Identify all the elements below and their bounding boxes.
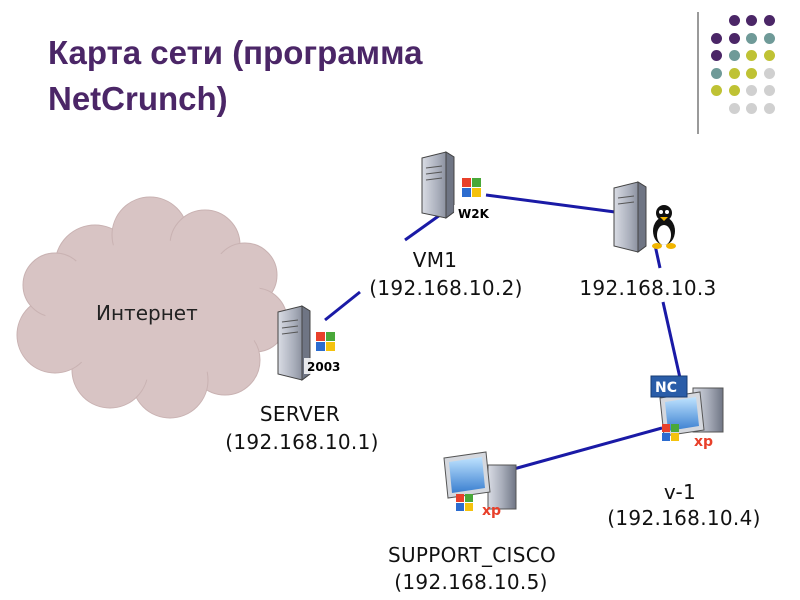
v1-ip: (192.168.10.4) (607, 506, 761, 530)
decorative-dot (711, 50, 722, 61)
vm1-name: VM1 (412, 248, 458, 272)
decorative-dot (746, 15, 757, 26)
decorative-dot (728, 85, 740, 96)
windows-xp-logo-icon (662, 424, 679, 441)
v1-nc-badge: NC (655, 380, 677, 396)
v1-workstation-icon[interactable]: NC xp (650, 375, 724, 450)
internet-cloud (16, 196, 288, 419)
link-v1-support (509, 426, 663, 472)
v1-os-badge: xp (694, 434, 713, 450)
decorative-dot (746, 102, 757, 114)
link-linux-v1 (661, 301, 682, 379)
link-vm1-top (404, 213, 441, 242)
decorative-dot (728, 67, 740, 79)
title-line-1: Карта сети (программа (48, 34, 423, 71)
decorative-dot (763, 50, 775, 61)
internet-label: Интернет (96, 301, 198, 325)
support-cisco-workstation-icon[interactable]: xp (443, 451, 517, 519)
windows-logo-icon (316, 332, 335, 351)
decorative-dot (711, 67, 722, 79)
link-vm1-linux (485, 193, 616, 214)
decorative-dot (763, 85, 775, 96)
vm1-server-icon[interactable]: W2K (421, 151, 494, 221)
link-server-vm1 (324, 290, 361, 322)
linux-ip: 192.168.10.3 (579, 276, 717, 300)
decorative-dot (711, 32, 722, 44)
support-ip: (192.168.10.5) (394, 570, 548, 594)
support-os-badge: xp (482, 503, 501, 519)
linux-server-icon[interactable] (613, 181, 676, 253)
tux-penguin-icon (652, 205, 676, 249)
decorative-dot (763, 15, 775, 26)
v1-name: v-1 (663, 480, 697, 504)
title-line-2: NetCrunch) (48, 80, 228, 117)
divider-line (697, 12, 699, 134)
windows-logo-icon (462, 178, 481, 197)
decorative-dot (728, 32, 740, 44)
decorative-dot (746, 32, 757, 44)
vm1-os-badge: W2K (458, 207, 490, 221)
decorative-dot (728, 15, 740, 26)
decorative-dot (711, 85, 722, 96)
page-title: Карта сети (программа NetCrunch) (48, 30, 668, 122)
server-name: SERVER (259, 402, 341, 426)
decorative-dot (746, 85, 757, 96)
support-name: SUPPORT_CISCO (387, 543, 557, 567)
windows-xp-logo-icon (456, 494, 473, 511)
server-ip: (192.168.10.1) (225, 430, 379, 454)
decorative-dot (746, 67, 757, 79)
vm1-ip: (192.168.10.2) (369, 276, 523, 300)
decorative-dot (763, 102, 775, 114)
server-icon[interactable]: 2003 (277, 305, 344, 381)
decorative-dot (728, 102, 740, 114)
decorative-dot (763, 67, 775, 79)
decorative-dot (763, 32, 775, 44)
decorative-dot (746, 50, 757, 61)
decorative-dot (728, 50, 740, 61)
server-os-badge: 2003 (307, 360, 340, 374)
